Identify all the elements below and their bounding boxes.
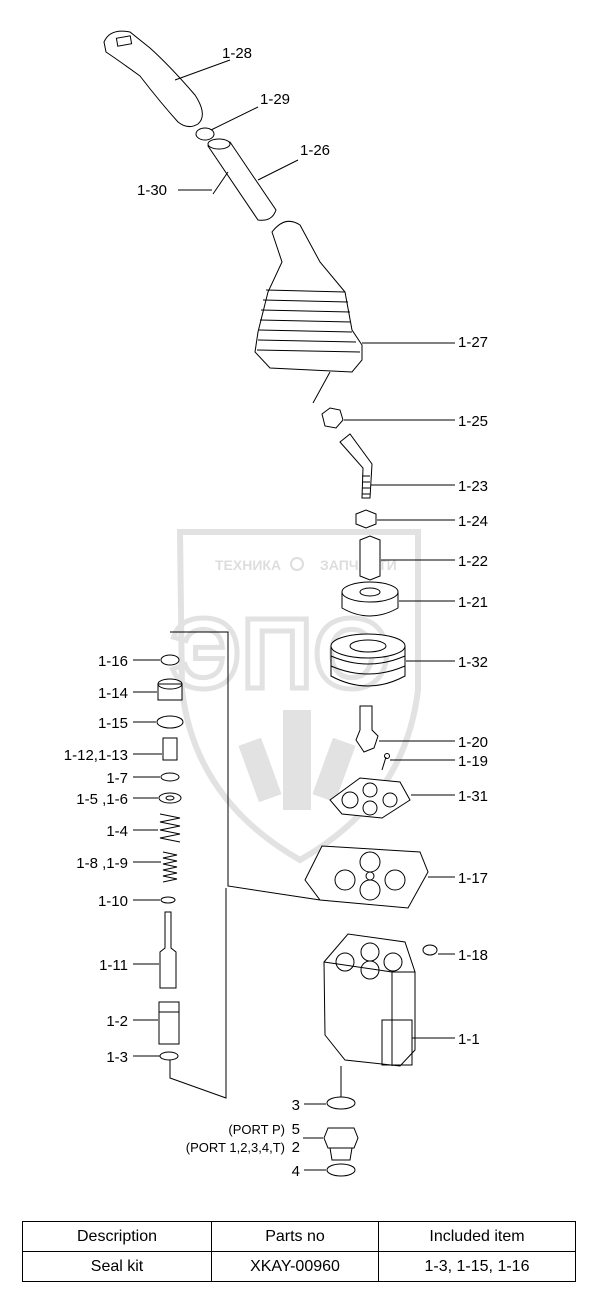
o-ring-1-3 — [133, 1051, 179, 1061]
cell-included-item: 1-3, 1-15, 1-16 — [378, 1251, 576, 1282]
bent-rod-1-23 — [339, 433, 455, 499]
push-rod-1-12 — [133, 737, 178, 761]
header-description: Description — [22, 1221, 212, 1252]
plate-disc-1-21 — [341, 581, 455, 617]
nut-1-25 — [321, 407, 455, 429]
label-1-10: 1-10 — [98, 893, 128, 910]
label-1-24: 1-24 — [458, 513, 488, 530]
part-labels: 1-28 1-29 1-26 1-30 1-27 1-25 1-23 1-24 … — [64, 45, 488, 1180]
plug-1-18 — [422, 944, 455, 956]
plate-1-31 — [329, 777, 455, 819]
watermark-text-right: ЗАПЧАСТИ — [320, 557, 397, 573]
lever-tube-1-26 — [207, 138, 299, 221]
label-1-32: 1-32 — [458, 654, 488, 671]
label-1-29: 1-29 — [260, 91, 290, 108]
label-1-7: 1-7 — [106, 770, 128, 787]
label-port-p: (PORT P) — [228, 1122, 285, 1137]
rubber-boot-1-27 — [254, 220, 455, 404]
gear-icon — [290, 557, 304, 571]
label-1-23: 1-23 — [458, 478, 488, 495]
label-1-5-1-6: 1-5 ,1-6 — [76, 791, 128, 808]
spring-seat-1-5 — [133, 792, 182, 804]
label-port-t: (PORT 1,2,3,4,T) — [186, 1140, 285, 1155]
plug-1-14 — [133, 678, 183, 701]
nut-1-29 — [195, 106, 259, 141]
label-1-31: 1-31 — [458, 788, 488, 805]
plate-1-17 — [304, 845, 455, 909]
header-included-item: Included item — [378, 1221, 576, 1252]
label-1-19: 1-19 — [458, 753, 488, 770]
nut-1-24 — [355, 509, 455, 529]
label-1-11: 1-11 — [99, 957, 128, 974]
label-1-26: 1-26 — [300, 142, 330, 159]
label-1-14: 1-14 — [98, 685, 128, 702]
spool-1-11 — [133, 911, 177, 989]
table-header-row: Description Parts no Included item — [22, 1221, 576, 1252]
label-1-12-1-13: 1-12,1-13 — [64, 747, 128, 764]
spring-1-4 — [133, 813, 181, 843]
label-1-21: 1-21 — [458, 594, 488, 611]
label-1-16: 1-16 — [98, 653, 128, 670]
watermark: ТЕХНИКА ЗАПЧАСТИ ЭПО — [168, 529, 421, 864]
label-1-18: 1-18 — [458, 947, 488, 964]
label-1-22: 1-22 — [458, 553, 488, 570]
o-ring-1-16 — [133, 654, 180, 666]
o-ring-1-15 — [133, 715, 184, 729]
header-parts-no: Parts no — [211, 1221, 379, 1252]
label-1-27: 1-27 — [458, 334, 488, 351]
label-1-20: 1-20 — [458, 734, 488, 751]
cell-parts-no: XKAY-00960 — [211, 1251, 379, 1282]
label-5: 5 — [292, 1121, 300, 1138]
washer-1-7 — [133, 772, 180, 782]
label-1-28: 1-28 — [222, 45, 252, 62]
label-1-17: 1-17 — [458, 870, 488, 887]
cell-description: Seal kit — [22, 1251, 212, 1282]
grip-handle-1-28 — [103, 30, 231, 128]
label-1-25: 1-25 — [458, 413, 488, 430]
exploded-parts-diagram: ТЕХНИКА ЗАПЧАСТИ ЭПО — [64, 30, 488, 1180]
screw-1-19 — [381, 753, 455, 771]
label-1-4: 1-4 — [106, 823, 128, 840]
adapter-5-2 — [303, 1127, 359, 1161]
watermark-text-left: ТЕХНИКА — [215, 557, 281, 573]
label-1-2: 1-2 — [106, 1013, 128, 1030]
label-1-1: 1-1 — [458, 1031, 480, 1048]
joint-1-20 — [355, 705, 455, 753]
o-ring-4 — [304, 1163, 356, 1177]
o-ring-3 — [304, 1066, 356, 1110]
label-1-15: 1-15 — [98, 715, 128, 732]
label-2: 2 — [292, 1139, 300, 1156]
housing-1-32 — [330, 633, 455, 687]
coupling-1-22 — [359, 535, 455, 581]
washer-1-10 — [133, 896, 176, 904]
label-1-30: 1-30 — [137, 182, 167, 199]
valve-body-1-1 — [323, 933, 455, 1067]
table-row: Seal kit XKAY-00960 1-3, 1-15, 1-16 — [22, 1251, 576, 1282]
plug-1-2 — [133, 1001, 180, 1045]
pin-1-30 — [178, 171, 229, 195]
assembly-leader — [169, 631, 321, 1099]
label-1-8-1-9: 1-8 ,1-9 — [76, 855, 128, 872]
label-3: 3 — [292, 1097, 300, 1114]
label-1-3: 1-3 — [106, 1049, 128, 1066]
seal-kit-table: Description Parts no Included item Seal … — [22, 1221, 576, 1282]
label-4: 4 — [292, 1163, 300, 1180]
spring-1-8 — [133, 851, 178, 883]
